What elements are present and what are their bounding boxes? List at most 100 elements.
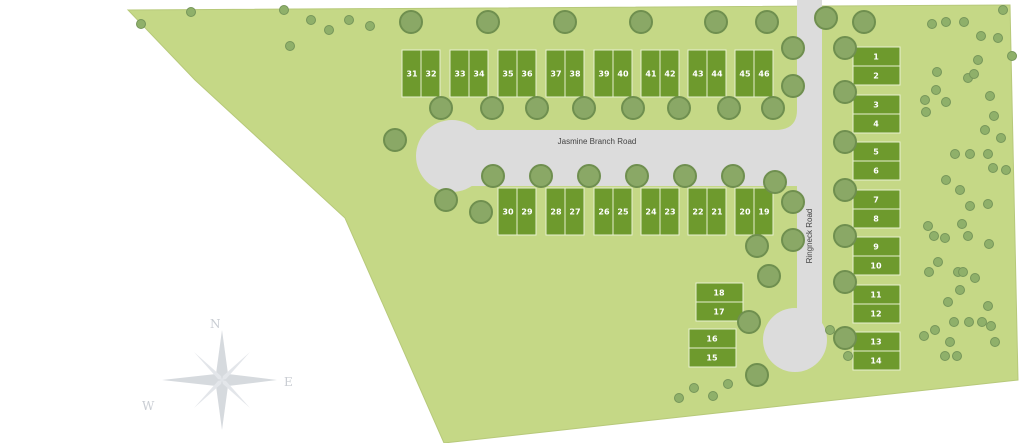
lot-12[interactable]: 12 bbox=[852, 303, 901, 324]
tree-icon bbox=[745, 363, 769, 387]
svg-text:9: 9 bbox=[873, 243, 879, 252]
tree-icon bbox=[673, 164, 697, 188]
shrub-icon bbox=[279, 5, 289, 15]
lot-24[interactable]: 24 bbox=[640, 187, 661, 236]
lot-22[interactable]: 22 bbox=[687, 187, 708, 236]
lot-36[interactable]: 36 bbox=[516, 49, 537, 98]
shrub-icon bbox=[921, 107, 931, 117]
svg-text:35: 35 bbox=[502, 70, 514, 79]
lot-16[interactable]: 16 bbox=[688, 328, 737, 349]
ringneck-road-label: Ringneck Road bbox=[805, 209, 814, 264]
svg-text:5: 5 bbox=[873, 148, 879, 157]
shrub-icon bbox=[983, 149, 993, 159]
lot-6[interactable]: 6 bbox=[852, 160, 901, 181]
lot-26[interactable]: 26 bbox=[593, 187, 614, 236]
shrub-icon bbox=[930, 325, 940, 335]
lot-45[interactable]: 45 bbox=[734, 49, 755, 98]
lot-9[interactable]: 9 bbox=[852, 236, 901, 257]
tree-icon bbox=[781, 228, 805, 252]
lot-19[interactable]: 19 bbox=[753, 187, 774, 236]
shrub-icon bbox=[1007, 51, 1017, 61]
svg-text:33: 33 bbox=[454, 70, 465, 79]
lot-38[interactable]: 38 bbox=[564, 49, 585, 98]
lot-4[interactable]: 4 bbox=[852, 113, 901, 134]
tree-icon bbox=[761, 96, 785, 120]
lot-23[interactable]: 23 bbox=[659, 187, 680, 236]
lot-13[interactable]: 13 bbox=[852, 331, 901, 352]
tree-icon bbox=[553, 10, 577, 34]
lot-3[interactable]: 3 bbox=[852, 94, 901, 115]
shrub-icon bbox=[996, 133, 1006, 143]
shrub-icon bbox=[985, 91, 995, 101]
svg-text:18: 18 bbox=[713, 289, 725, 298]
svg-text:34: 34 bbox=[473, 70, 485, 79]
lot-46[interactable]: 46 bbox=[753, 49, 774, 98]
shrub-icon bbox=[825, 325, 835, 335]
lot-20[interactable]: 20 bbox=[734, 187, 755, 236]
tree-icon bbox=[833, 326, 857, 350]
lot-40[interactable]: 40 bbox=[612, 49, 633, 98]
shrub-icon bbox=[136, 19, 146, 29]
lot-43[interactable]: 43 bbox=[687, 49, 708, 98]
lot-2[interactable]: 2 bbox=[852, 65, 901, 86]
lot-27[interactable]: 27 bbox=[564, 187, 585, 236]
lot-30[interactable]: 30 bbox=[497, 187, 518, 236]
svg-text:37: 37 bbox=[550, 70, 561, 79]
lot-41[interactable]: 41 bbox=[640, 49, 661, 98]
svg-text:41: 41 bbox=[645, 70, 657, 79]
shrub-icon bbox=[344, 15, 354, 25]
shrub-icon bbox=[923, 221, 933, 231]
lot-32[interactable]: 32 bbox=[420, 49, 441, 98]
lot-15[interactable]: 15 bbox=[688, 347, 737, 368]
lot-34[interactable]: 34 bbox=[468, 49, 489, 98]
svg-text:1: 1 bbox=[873, 53, 879, 62]
shrub-icon bbox=[973, 55, 983, 65]
svg-text:13: 13 bbox=[870, 338, 881, 347]
svg-text:43: 43 bbox=[692, 70, 703, 79]
tree-icon bbox=[667, 96, 691, 120]
lot-18[interactable]: 18 bbox=[695, 282, 744, 303]
lot-39[interactable]: 39 bbox=[593, 49, 614, 98]
shrub-icon bbox=[941, 175, 951, 185]
tree-icon bbox=[833, 178, 857, 202]
shrub-icon bbox=[989, 111, 999, 121]
lot-10[interactable]: 10 bbox=[852, 255, 901, 276]
lot-35[interactable]: 35 bbox=[497, 49, 518, 98]
svg-text:30: 30 bbox=[502, 208, 514, 217]
lot-8[interactable]: 8 bbox=[852, 208, 901, 229]
shrub-icon bbox=[924, 267, 934, 277]
shrub-icon bbox=[970, 273, 980, 283]
lot-33[interactable]: 33 bbox=[449, 49, 470, 98]
shrub-icon bbox=[929, 231, 939, 241]
tree-icon bbox=[529, 164, 553, 188]
lot-5[interactable]: 5 bbox=[852, 141, 901, 162]
shrub-icon bbox=[365, 21, 375, 31]
lot-11[interactable]: 11 bbox=[852, 284, 901, 305]
shrub-icon bbox=[949, 317, 959, 327]
lot-17[interactable]: 17 bbox=[695, 301, 744, 322]
tree-icon bbox=[833, 224, 857, 248]
shrub-icon bbox=[959, 17, 969, 27]
svg-text:10: 10 bbox=[870, 262, 882, 271]
shrub-icon bbox=[980, 125, 990, 135]
lot-29[interactable]: 29 bbox=[516, 187, 537, 236]
lot-1[interactable]: 1 bbox=[852, 46, 901, 67]
lot-42[interactable]: 42 bbox=[659, 49, 680, 98]
shrub-icon bbox=[927, 19, 937, 29]
svg-text:11: 11 bbox=[870, 291, 882, 300]
lot-37[interactable]: 37 bbox=[545, 49, 566, 98]
lot-21[interactable]: 21 bbox=[706, 187, 727, 236]
shrub-icon bbox=[965, 149, 975, 159]
shrub-icon bbox=[964, 317, 974, 327]
lot-28[interactable]: 28 bbox=[545, 187, 566, 236]
lot-44[interactable]: 44 bbox=[706, 49, 727, 98]
lot-7[interactable]: 7 bbox=[852, 189, 901, 210]
compass-rose-icon: N E W bbox=[142, 317, 293, 430]
lot-31[interactable]: 31 bbox=[401, 49, 422, 98]
shrub-icon bbox=[977, 317, 987, 327]
lot-25[interactable]: 25 bbox=[612, 187, 633, 236]
shrub-icon bbox=[689, 383, 699, 393]
tree-icon bbox=[721, 164, 745, 188]
shrub-icon bbox=[941, 17, 951, 27]
lot-14[interactable]: 14 bbox=[852, 350, 901, 371]
